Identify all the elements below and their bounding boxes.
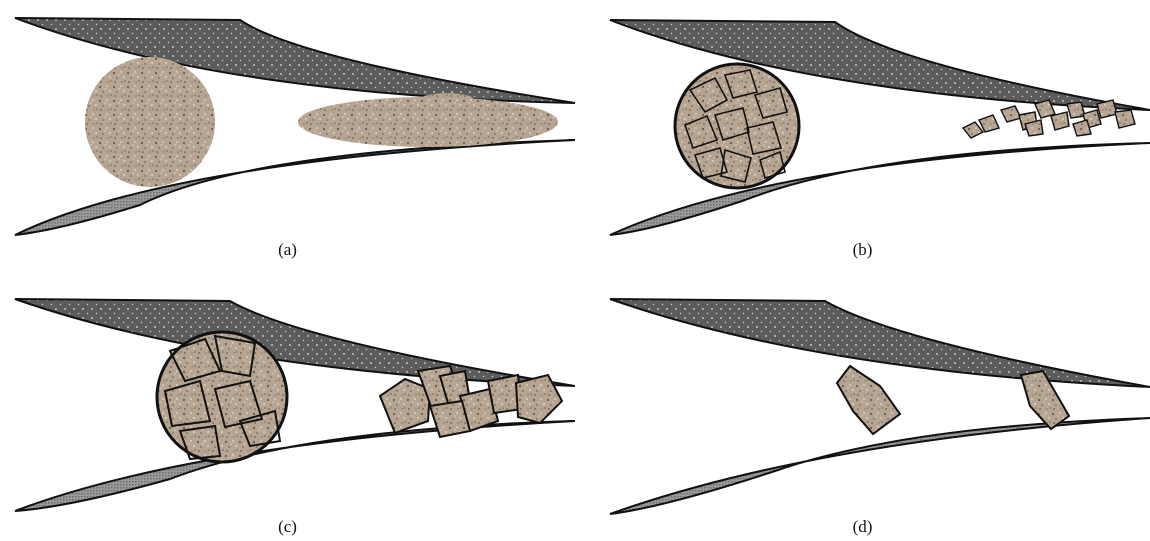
upper-jaw	[610, 299, 1150, 387]
fine-fragments	[963, 100, 1135, 138]
crusher-diagram-c	[0, 271, 575, 541]
lower-jaw	[15, 421, 575, 511]
panel-label-a: (a)	[0, 240, 575, 260]
panel-label-d: (d)	[575, 517, 1150, 537]
panel-a: (a)	[0, 0, 575, 270]
panel-label-b: (b)	[575, 240, 1150, 260]
crushed-particle	[837, 366, 900, 434]
panel-b: (b)	[575, 0, 1150, 270]
feed-particle	[675, 64, 799, 188]
lower-jaw	[610, 418, 1150, 514]
crusher-diagram-d	[575, 271, 1150, 541]
panel-d: (d)	[575, 271, 1150, 541]
panel-c: (c)	[0, 271, 575, 541]
feed-particle	[85, 57, 215, 187]
panel-label-c: (c)	[0, 517, 575, 537]
upper-jaw	[15, 299, 575, 386]
compressed-particle-bulge	[405, 93, 483, 146]
crusher-diagram-b	[575, 0, 1150, 270]
crusher-diagram-a	[0, 0, 575, 270]
